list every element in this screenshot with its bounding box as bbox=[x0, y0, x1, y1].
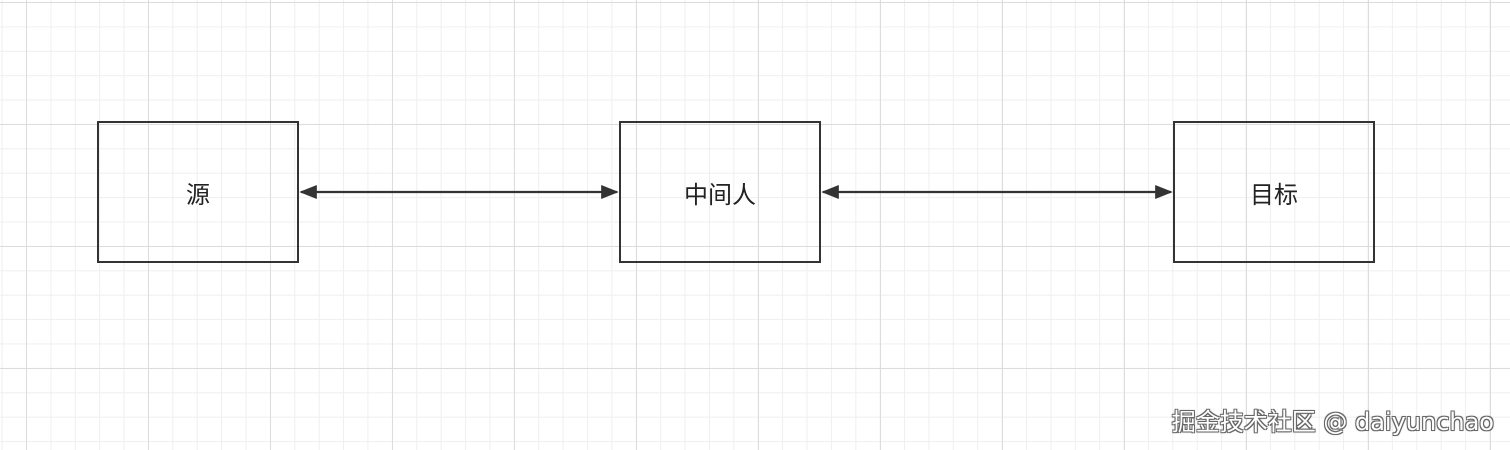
node-middle[interactable]: 中间人 bbox=[619, 121, 821, 263]
node-source-label: 源 bbox=[186, 180, 210, 209]
node-target-label: 目标 bbox=[1250, 180, 1298, 209]
node-target[interactable]: 目标 bbox=[1173, 121, 1375, 263]
watermark: 掘金技术社区 @ daiyunchao bbox=[1171, 408, 1494, 436]
node-middle-label: 中间人 bbox=[684, 180, 756, 209]
node-source[interactable]: 源 bbox=[97, 121, 299, 263]
